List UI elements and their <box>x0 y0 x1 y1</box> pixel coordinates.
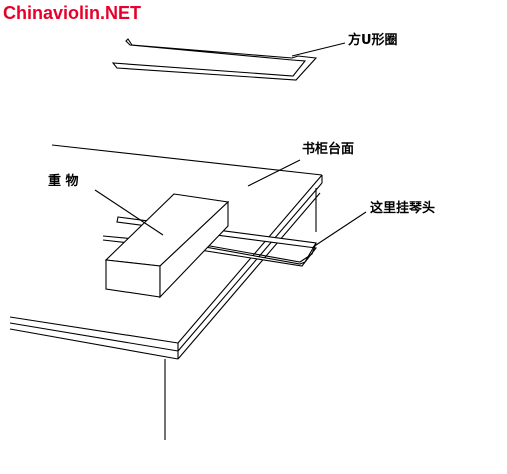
weight-block <box>104 193 230 299</box>
label-hang-point: 这里挂琴头 <box>370 201 436 216</box>
label-u-frame: 方U形圈 <box>348 33 398 48</box>
leader-weight <box>94 189 164 236</box>
label-cabinet-top: 书柜台面 <box>302 142 355 157</box>
cabinet-tabletop <box>9 144 323 440</box>
label-weight: 重 物 <box>48 174 79 189</box>
leader-hang <box>312 211 367 248</box>
site-watermark: Chinaviolin.NET <box>3 3 142 23</box>
leader-u-frame <box>291 42 346 57</box>
leader-lines <box>94 42 367 248</box>
u-frame-drawing <box>111 38 318 81</box>
leader-tabletop <box>247 159 301 187</box>
